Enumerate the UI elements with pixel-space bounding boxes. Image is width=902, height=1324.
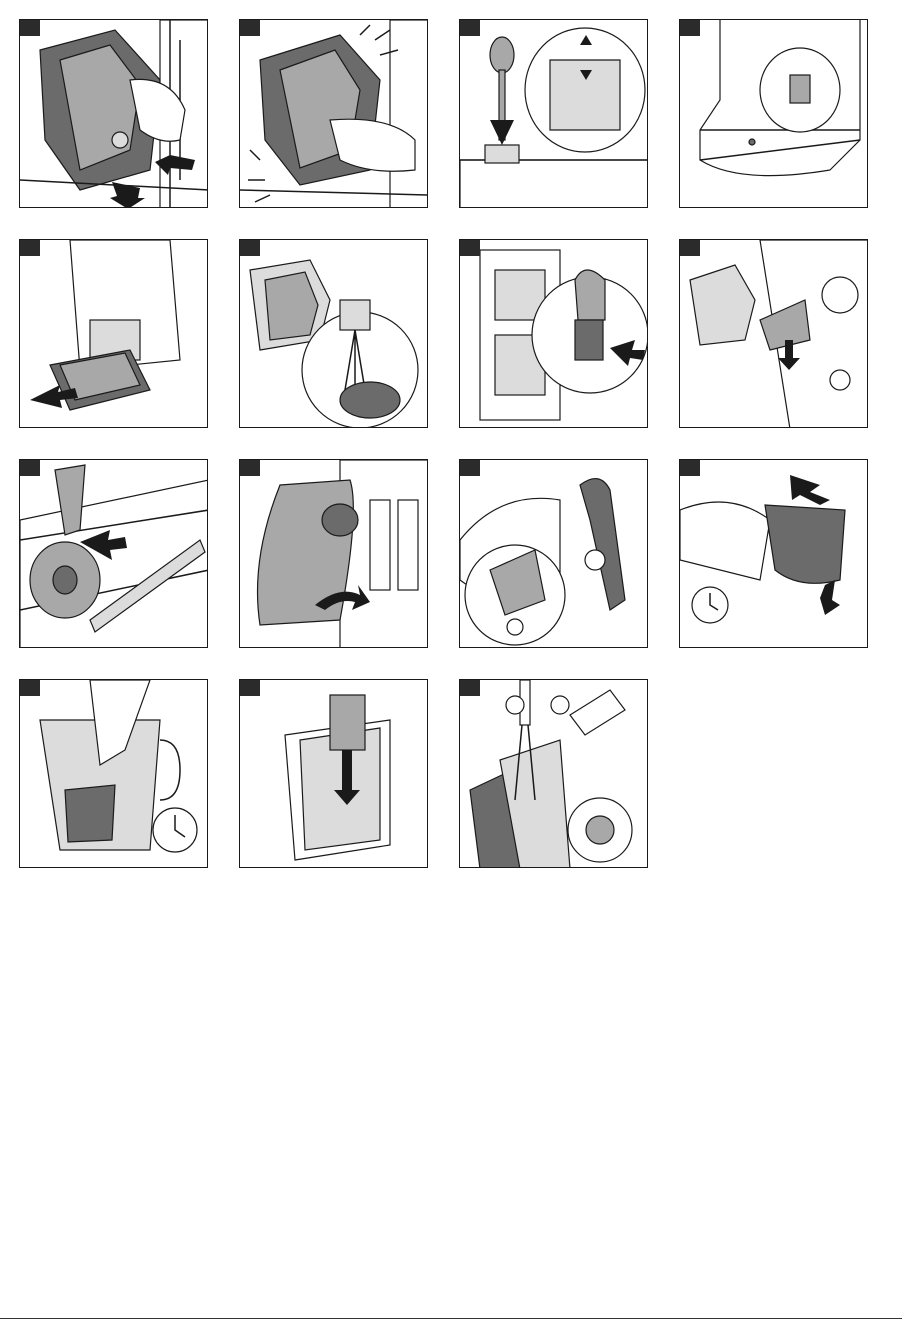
step-panel-8	[679, 239, 868, 428]
grease-tube-icon	[20, 460, 208, 648]
rinse-brew-group-icon	[240, 240, 428, 428]
step-badge	[20, 680, 40, 696]
step-badge	[20, 240, 40, 256]
step-badge	[680, 20, 700, 36]
step-panel-14	[239, 679, 428, 868]
step-badge	[460, 460, 480, 476]
step-panel-9	[19, 459, 208, 648]
tank-rinse-icon	[460, 680, 648, 868]
step-panel-2	[239, 19, 428, 208]
step-panel-7	[459, 239, 648, 428]
filter-insert-icon	[240, 680, 428, 868]
milk-tube-clean-icon	[460, 460, 648, 648]
lubricate-inside-icon	[460, 240, 648, 428]
step-panel-1	[19, 19, 208, 208]
filter-shake-icon	[680, 460, 868, 648]
lubricate-rail-icon	[680, 240, 868, 428]
brew-group-click-icon	[240, 20, 428, 208]
step-panel-3	[459, 19, 648, 208]
spoon-clean-icon	[460, 20, 648, 208]
step-panel-11	[459, 459, 648, 648]
step-badge	[240, 460, 260, 476]
brew-group-insert-icon	[20, 20, 208, 208]
step-badge	[20, 460, 40, 476]
step-panel-13	[19, 679, 208, 868]
step-panel-5	[19, 239, 208, 428]
step-badge	[240, 240, 260, 256]
step-panel-10	[239, 459, 428, 648]
step-badge	[680, 240, 700, 256]
step-badge	[460, 240, 480, 256]
drip-tray-remove-icon	[20, 240, 208, 428]
drip-tray-indicator-icon	[680, 20, 868, 208]
filter-soak-icon	[20, 680, 208, 868]
step-panel-15	[459, 679, 648, 868]
step-badge	[240, 680, 260, 696]
step-badge	[20, 20, 40, 36]
step-panel-4	[679, 19, 868, 208]
step-badge	[460, 20, 480, 36]
footer-rule	[0, 1318, 902, 1319]
step-panel-6	[239, 239, 428, 428]
step-panel-12	[679, 459, 868, 648]
step-badge	[460, 680, 480, 696]
step-badge	[680, 460, 700, 476]
water-tank-remove-icon	[240, 460, 428, 648]
step-badge	[240, 20, 260, 36]
